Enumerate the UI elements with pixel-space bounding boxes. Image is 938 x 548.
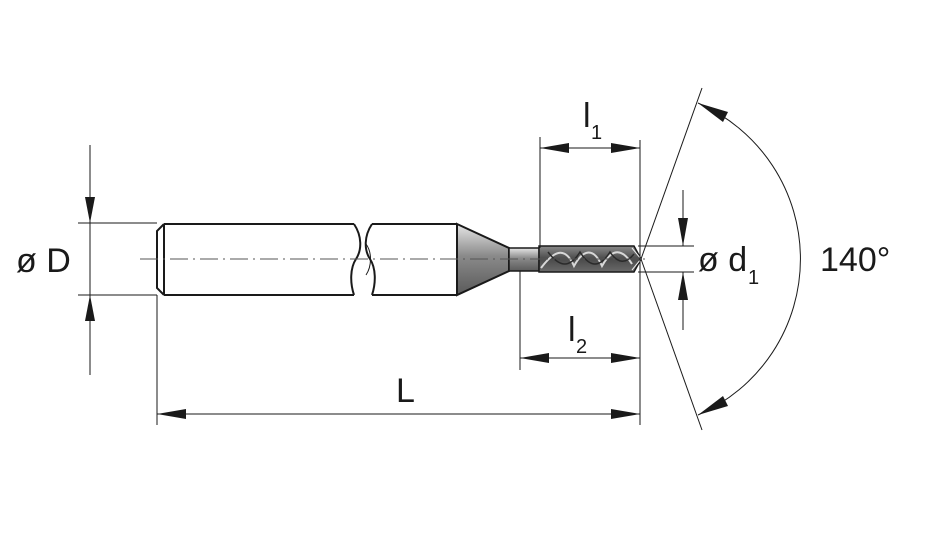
neck-length-symbol: l bbox=[568, 311, 576, 349]
dimension-shank-diameter bbox=[78, 145, 157, 375]
tip-diameter-subscript: 1 bbox=[748, 267, 759, 289]
total-length-label: L bbox=[396, 372, 415, 410]
flute-length-subscript: 1 bbox=[591, 122, 602, 144]
point-angle-label: 140° bbox=[820, 241, 890, 279]
neck-length-subscript: 2 bbox=[576, 336, 587, 358]
dimension-tip-diameter bbox=[638, 190, 694, 330]
dimension-neck-length bbox=[519, 271, 640, 370]
dimension-total-length bbox=[156, 140, 641, 425]
dimension-point-angle bbox=[640, 87, 801, 431]
flute-length-symbol: l bbox=[583, 97, 591, 135]
shank-diameter-label: ø D bbox=[16, 242, 71, 280]
dimension-flute-length bbox=[539, 137, 640, 248]
tip-diameter-symbol: ø d bbox=[698, 241, 747, 279]
